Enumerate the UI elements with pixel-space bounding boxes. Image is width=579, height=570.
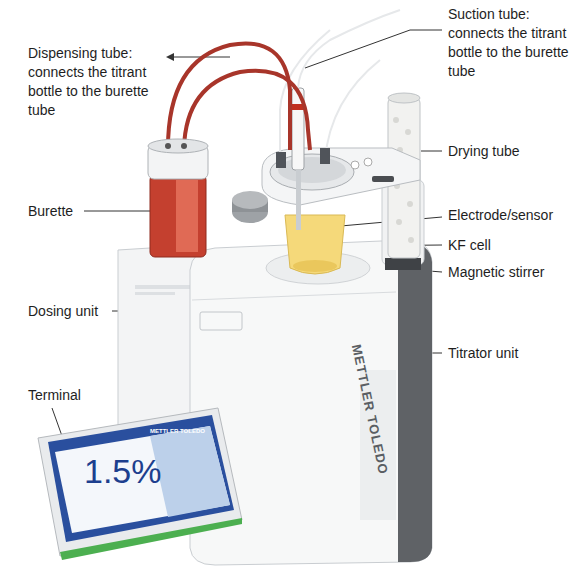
- cell-holder: [262, 148, 420, 205]
- suction-tube: [184, 71, 310, 150]
- part-label: Dispensing tube: connects the titrant bo…: [28, 44, 168, 120]
- part-label: KF cell: [448, 236, 574, 255]
- terminal-screen: [48, 415, 234, 542]
- titrator-side: [398, 242, 432, 562]
- burette: [150, 175, 206, 257]
- part-label: Drying tube: [448, 142, 574, 161]
- kf-cell: [285, 215, 345, 274]
- screen-value: 1.5%: [84, 452, 174, 490]
- part-label: Burette: [28, 202, 88, 221]
- arrowheads: [166, 53, 174, 61]
- part-label: Suction tube: connects the titrant bottl…: [448, 5, 574, 81]
- part-label: Terminal: [28, 386, 108, 405]
- terminal: [38, 408, 242, 556]
- part-label: Electrode/sensor: [448, 206, 574, 225]
- brand-text: METTLER TOLEDO: [150, 428, 210, 435]
- part-label: Titrator unit: [448, 344, 574, 363]
- part-label: Dosing unit: [28, 302, 118, 321]
- part-label: Magnetic stirrer: [448, 263, 574, 282]
